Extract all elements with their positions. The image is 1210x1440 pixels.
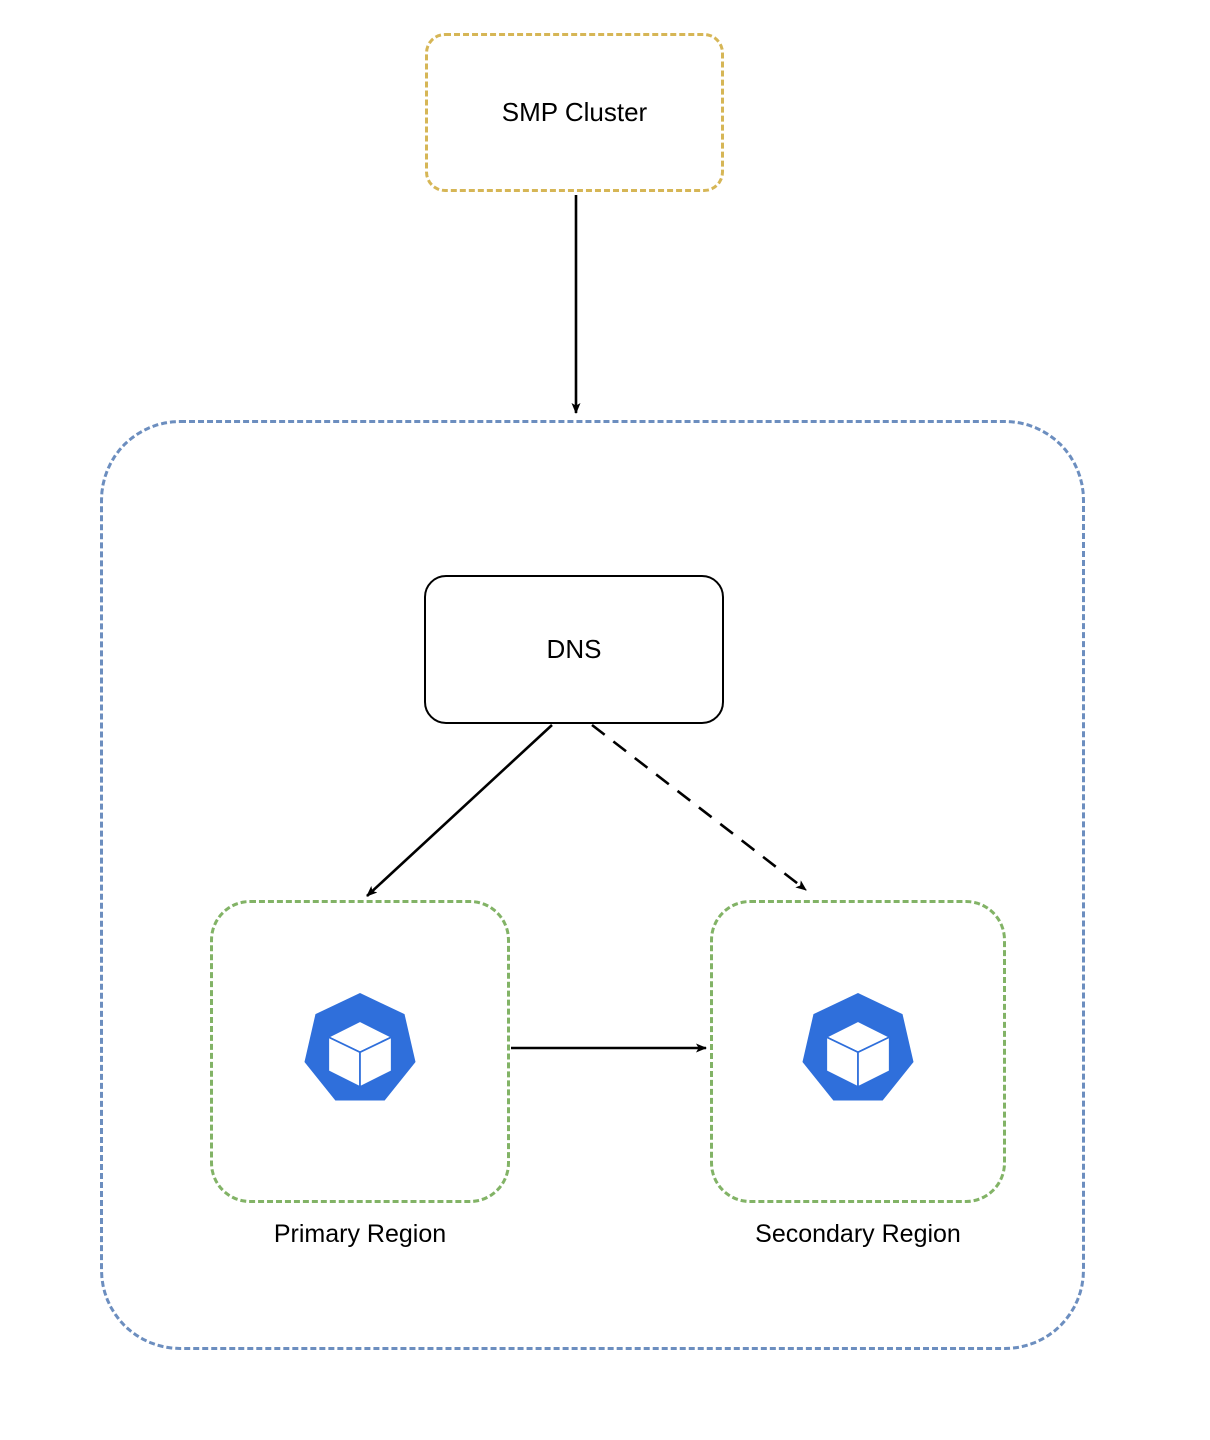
smp-cluster-label: SMP Cluster bbox=[501, 96, 648, 127]
outer-container-region-group[interactable] bbox=[100, 420, 1085, 1350]
secondary-region-caption: Secondary Region bbox=[755, 1220, 961, 1248]
kubernetes-icon bbox=[797, 990, 919, 1112]
kubernetes-icon-glyph bbox=[802, 993, 914, 1101]
dns-label: DNS bbox=[546, 633, 602, 664]
primary-region-caption: Primary Region bbox=[273, 1220, 447, 1248]
node-smp-cluster[interactable]: SMP Cluster bbox=[425, 33, 724, 192]
node-primary-region[interactable] bbox=[210, 900, 510, 1203]
kubernetes-icon bbox=[299, 990, 421, 1112]
node-dns[interactable]: DNS bbox=[424, 575, 724, 724]
kubernetes-icon-glyph bbox=[304, 993, 416, 1101]
node-secondary-region[interactable] bbox=[710, 900, 1006, 1203]
